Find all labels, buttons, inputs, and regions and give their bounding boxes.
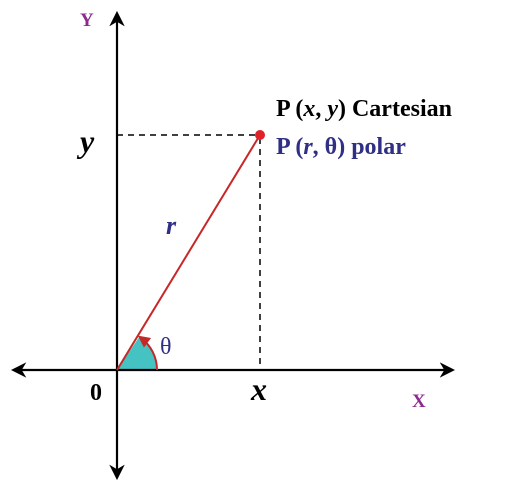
polar-point-label: P (r, θ) polar: [276, 134, 406, 160]
cartesian-separator: ,: [315, 96, 327, 122]
cartesian-suffix: ) Cartesian: [338, 96, 452, 122]
angle-wedge: [117, 337, 157, 370]
x-axis-label: X: [412, 391, 426, 412]
origin-label: 0: [90, 380, 102, 406]
polar-r: r: [303, 134, 313, 160]
polar-suffix: ) polar: [337, 134, 406, 160]
angle-label: θ: [160, 334, 172, 360]
cartesian-prefix: P (: [276, 96, 303, 122]
polar-prefix: P (: [276, 134, 303, 160]
point-p: [255, 130, 265, 140]
radius-line: [116, 134, 261, 371]
y-axis-label: Y: [80, 10, 94, 31]
cartesian-y: y: [324, 96, 338, 122]
y-projection-label: y: [76, 123, 95, 159]
x-projection-label: x: [250, 371, 267, 407]
polar-theta: θ: [325, 134, 338, 160]
angle-arc-arrow: [137, 335, 159, 371]
radius-label: r: [166, 211, 177, 240]
cartesian-point-label: P (x, y) Cartesian: [276, 96, 452, 122]
cartesian-x: x: [302, 96, 315, 122]
polar-separator: ,: [313, 134, 325, 160]
